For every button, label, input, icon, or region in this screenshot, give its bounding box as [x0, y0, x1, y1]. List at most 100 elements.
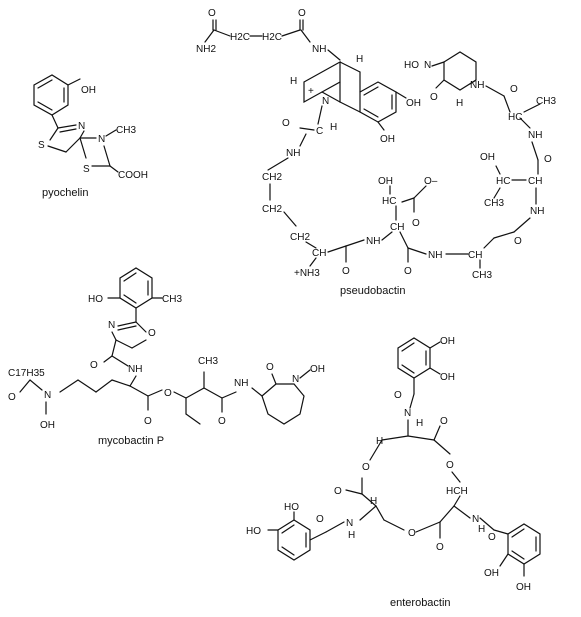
atom-hch: HCH [446, 486, 468, 497]
atom-o: O [334, 486, 342, 497]
bond [309, 531, 327, 541]
bond [531, 141, 539, 161]
mycobactin-structure: HO CH3 N O O NH N OH C17H35 O O O [8, 267, 325, 447]
atom-o: O [430, 92, 438, 103]
atom-ho: HO [404, 60, 419, 71]
bond [79, 130, 85, 139]
bond [281, 546, 295, 556]
bond [493, 231, 515, 239]
bond [103, 145, 111, 167]
atom-h: H [376, 436, 383, 447]
bond [185, 387, 205, 399]
atom-ch2: CH2 [290, 232, 310, 243]
pseudobactin-label: pseudobactin [340, 285, 405, 297]
atom-o: O [90, 360, 98, 371]
bond [429, 367, 441, 375]
bond [123, 272, 137, 282]
bond [499, 553, 509, 567]
atom-oh: OH [516, 582, 531, 593]
pyochelin-structure: OH N S N CH3 S COOH pyochelin [33, 74, 148, 199]
atom-hc: HC [496, 176, 510, 187]
bond [339, 101, 361, 113]
bond [345, 239, 365, 247]
bond [363, 86, 379, 96]
atom-o: O [266, 362, 274, 373]
bond [47, 145, 67, 153]
atom-nh: NH [530, 206, 544, 217]
bond [503, 95, 511, 113]
atom-o: O [218, 416, 226, 427]
bond [339, 61, 361, 73]
atom-nh: NH [428, 250, 442, 261]
enterobactin-catechol-left [277, 519, 311, 561]
bond [185, 413, 201, 425]
atom-ch3: CH3 [162, 294, 182, 305]
atom-o: O [446, 460, 454, 471]
atom-o: O [208, 8, 216, 19]
atom-o: O [408, 528, 416, 539]
bond [299, 133, 307, 147]
atom-n: N [98, 134, 105, 145]
bond [267, 157, 289, 171]
bond [129, 375, 137, 387]
atom-o: O [488, 532, 496, 543]
enterobactin-structure: OH OH O N H H O O O HCH N H O O O H [246, 336, 541, 609]
bond [377, 121, 385, 131]
bond [493, 529, 509, 535]
atom-o: O [148, 328, 156, 339]
atom-oh: OH [40, 420, 55, 431]
atom-ch3: CH3 [198, 356, 218, 367]
bond [129, 385, 149, 397]
bond [523, 103, 541, 113]
atom-oh: OH [81, 85, 96, 96]
atom-nh: NH [234, 378, 248, 389]
bond [433, 439, 451, 455]
bond [493, 187, 501, 199]
bond [451, 471, 461, 483]
bond [79, 137, 87, 159]
bond [325, 521, 345, 533]
atom-o: O [316, 514, 324, 525]
bond [105, 129, 117, 137]
atom-c17h35: C17H35 [8, 368, 45, 379]
atom-h2c: H2C [262, 32, 282, 43]
atom-n: N [404, 408, 411, 419]
atom-nh: NH [312, 44, 326, 55]
bond [469, 79, 477, 85]
atom-o: O [164, 388, 172, 399]
atom-n: N [78, 121, 85, 132]
bond [383, 519, 405, 531]
mycobactin-label: mycobactin P [98, 435, 164, 447]
enterobactin-catechol-right [507, 523, 541, 565]
atom-nh: NH [528, 130, 542, 141]
atom-h: H [456, 98, 463, 109]
atom-n: N [472, 514, 479, 525]
bond [283, 211, 297, 227]
atom-h: H [330, 122, 337, 133]
bond [204, 29, 215, 43]
bond [29, 379, 43, 391]
bond [111, 331, 117, 341]
bond [281, 524, 295, 534]
bond [173, 391, 187, 399]
atom-ch: CH [468, 250, 482, 261]
bond [483, 237, 495, 249]
bond [49, 127, 59, 141]
bond [281, 29, 301, 37]
atom-h: H [356, 54, 363, 65]
atom-ch: CH [390, 222, 404, 233]
atom-nh: NH [286, 148, 300, 159]
bond [59, 128, 77, 133]
bond [395, 91, 407, 99]
bond [305, 241, 317, 249]
atom-ch3: CH3 [116, 125, 136, 136]
pyochelin-benzene-ring [33, 74, 69, 116]
bond [401, 342, 415, 352]
bond [327, 245, 347, 253]
pseudobactin-catechol-ring [359, 81, 397, 123]
atom-oh: OH [310, 364, 325, 375]
atom-o: O [510, 84, 518, 95]
bond [439, 505, 455, 523]
bond [519, 117, 531, 129]
